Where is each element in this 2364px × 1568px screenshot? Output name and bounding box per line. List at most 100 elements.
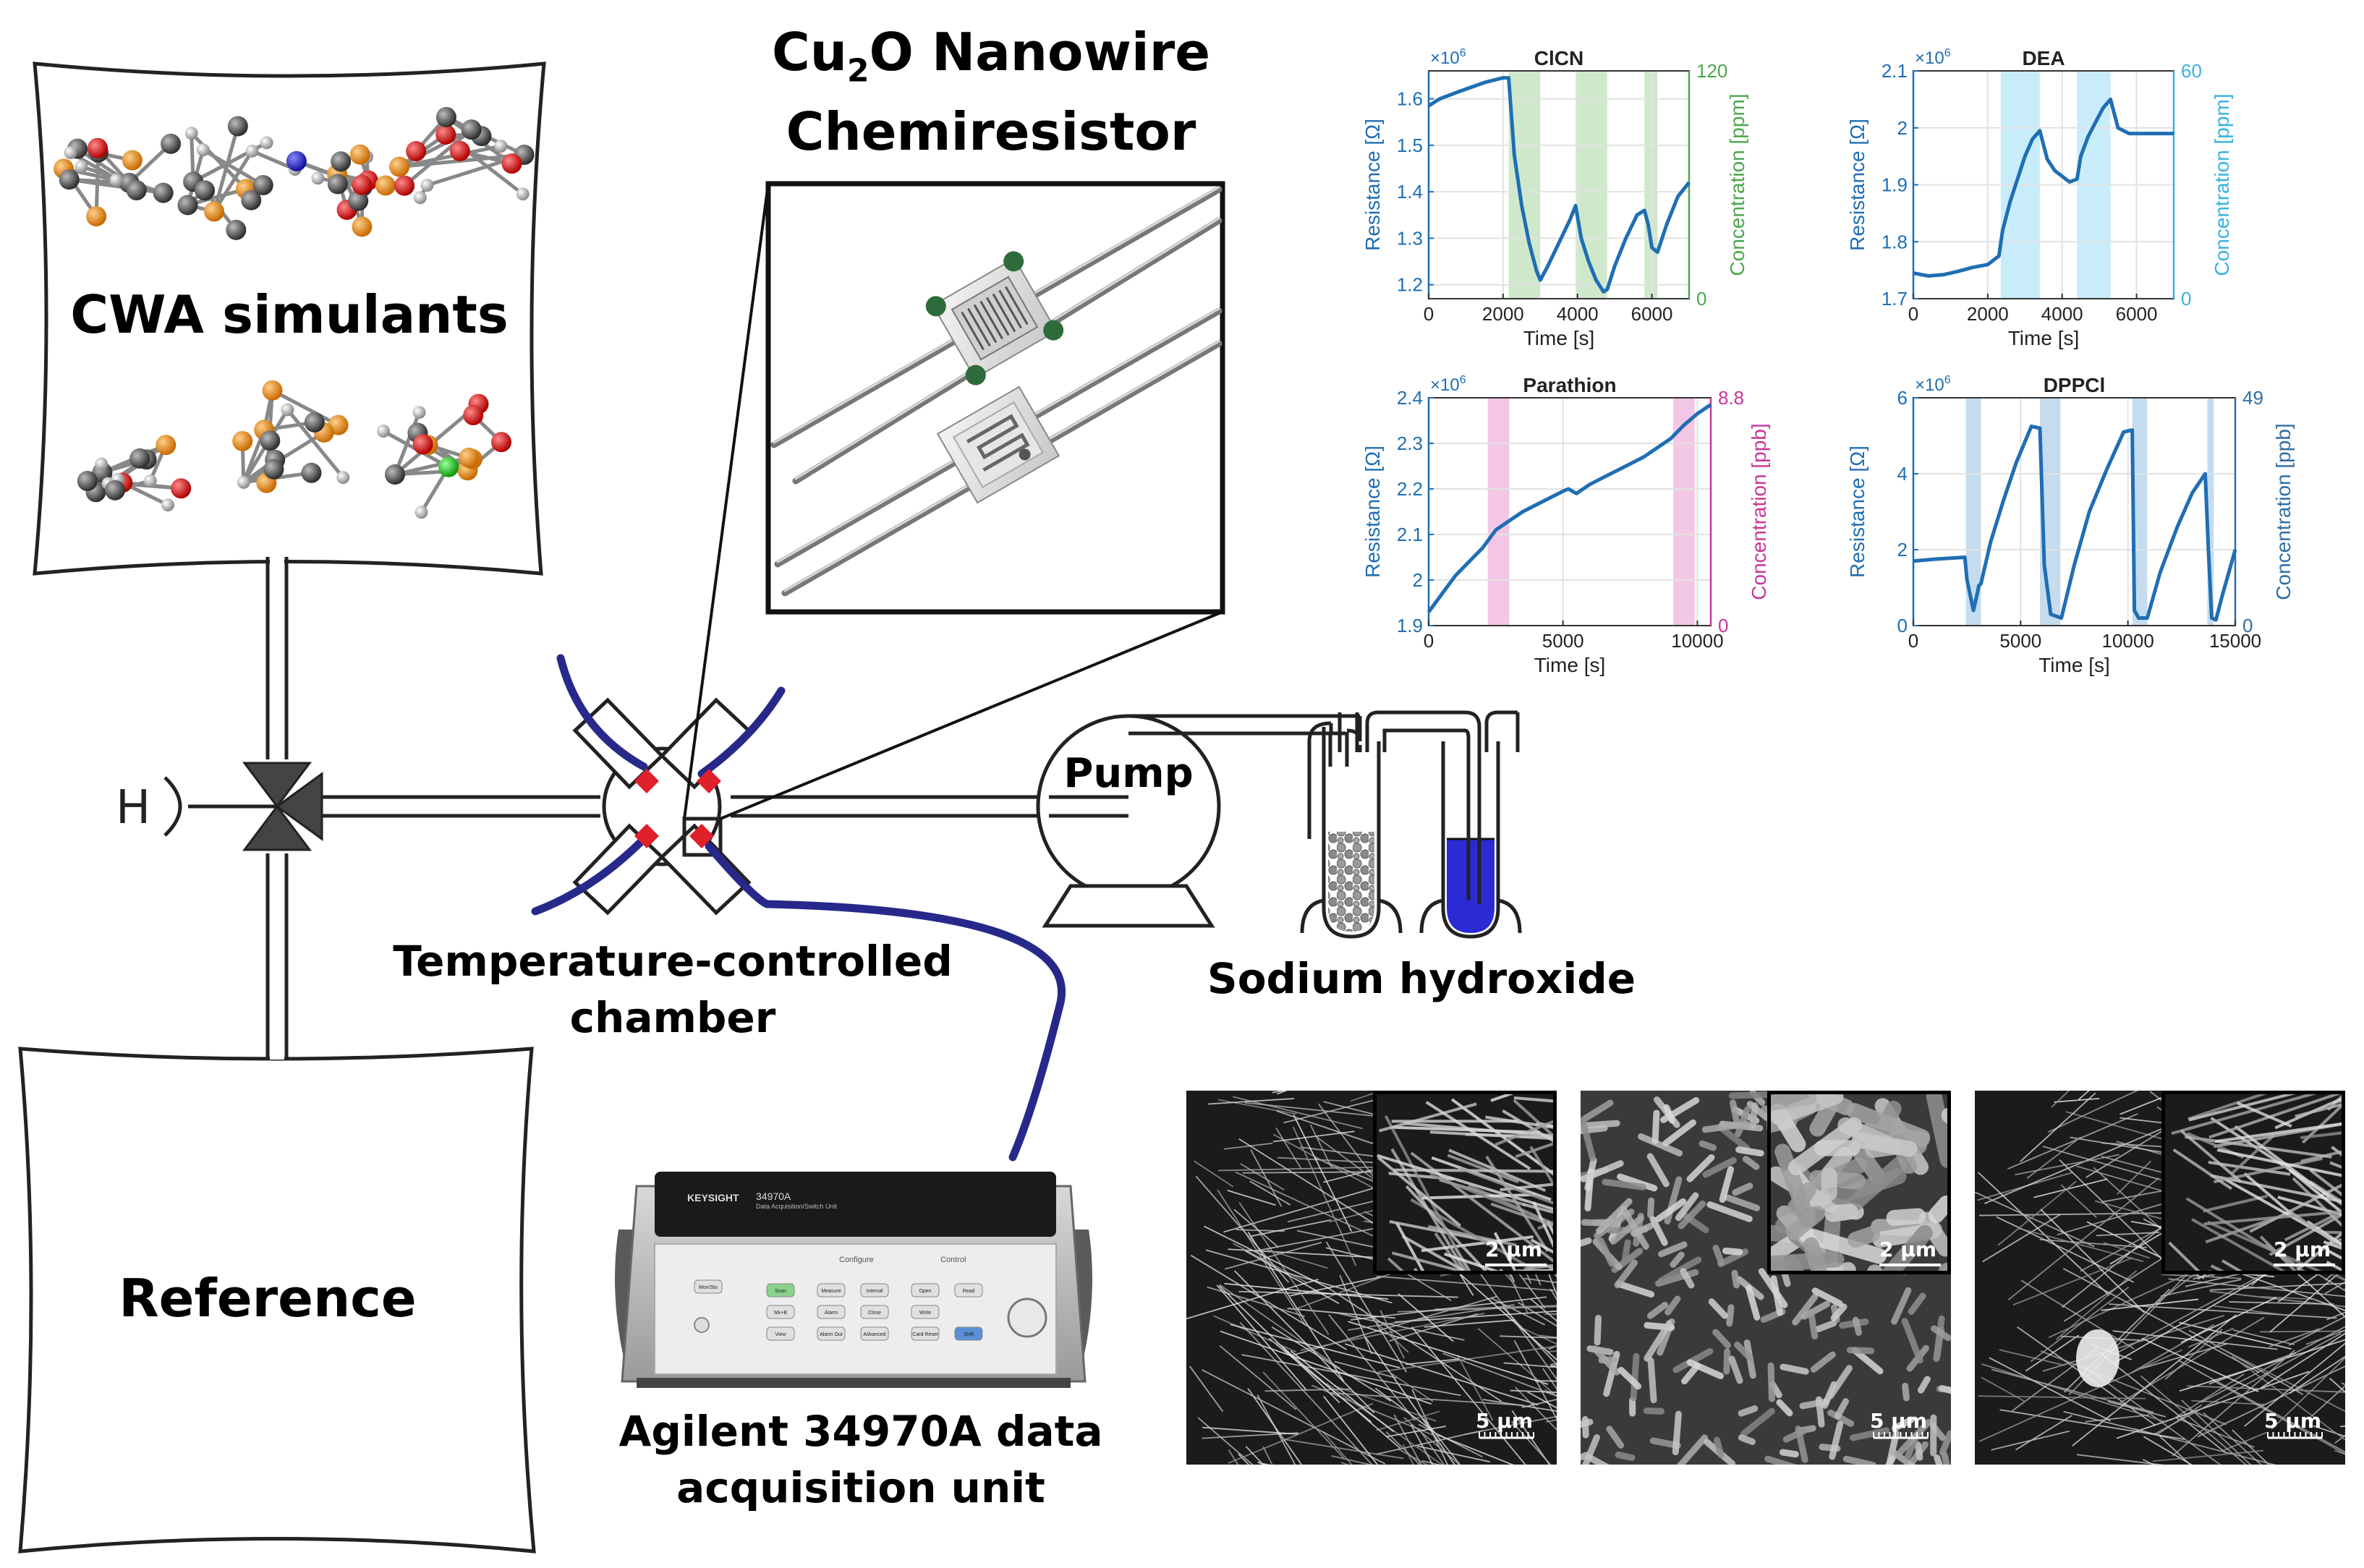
daq-button-label: Advanced	[863, 1332, 885, 1337]
sem-inset-texture-3	[2165, 1094, 2342, 1271]
chemiresistor-title-part1: Cu	[771, 22, 848, 82]
chart-title: DPPCl	[2044, 374, 2106, 396]
red-contacts	[634, 769, 721, 848]
y2-axis-label: Concentration [ppm]	[2211, 93, 2233, 276]
y-tick-label: 1.7	[1882, 288, 1908, 310]
tubing-vertical	[265, 557, 289, 1060]
y-tick-label: 2.3	[1397, 433, 1423, 454]
y-axis-label: Resistance [Ω]	[1846, 446, 1868, 578]
pump	[1036, 714, 1362, 928]
tubing-horizontal	[318, 795, 1045, 818]
y2-tick-label: 0	[1718, 615, 1728, 636]
daq-button-label: Close	[868, 1311, 881, 1316]
daq-button-label: View	[775, 1332, 786, 1337]
x-axis-label: Time [s]	[1523, 327, 1595, 349]
y-tick-label: 1.4	[1397, 181, 1423, 203]
sem-scale-bar	[2267, 1432, 2323, 1439]
daq-button-label: Scan	[775, 1289, 786, 1294]
bubbler-2	[1419, 710, 1522, 939]
y2-axis-label: Concentration [ppb]	[1748, 423, 1770, 600]
sem-inset-2: 2 µm	[1767, 1091, 1951, 1274]
y-tick-label: 1.9	[1397, 615, 1423, 636]
daq-button-label: Open	[919, 1289, 931, 1294]
y-tick-label: 2.2	[1397, 478, 1423, 500]
cwa-simulants-label: CWA simulants	[70, 284, 509, 345]
daq-button	[860, 1305, 889, 1319]
molecule-7	[376, 393, 511, 519]
y-tick-label: 2	[1897, 539, 1908, 561]
y-multiplier: ×106	[1430, 374, 1466, 395]
y2-axis-label: Concentration [ppb]	[2272, 423, 2295, 600]
y-tick-label: 1.5	[1397, 135, 1423, 156]
daq-button-label: Mx+B	[774, 1311, 787, 1316]
y-tick-label: 2	[1897, 117, 1908, 139]
x-tick-label: 10000	[1671, 630, 1723, 652]
three-way-valve	[163, 762, 323, 851]
y-tick-label: 1.3	[1397, 227, 1423, 249]
y2-tick-label: 49	[2242, 387, 2263, 409]
resistance-series-line	[1913, 97, 2174, 278]
daq-button	[766, 1305, 795, 1319]
exposure-band	[1965, 398, 1981, 626]
daq-button-label: Alarm Out	[820, 1332, 843, 1337]
reference-label: Reference	[119, 1268, 417, 1329]
chart-title: ClCN	[1534, 47, 1583, 69]
chamber-label: Temperature-controlled chamber	[391, 933, 955, 1046]
y-multiplier: ×106	[1430, 47, 1466, 68]
molecule-4	[389, 106, 535, 205]
molecule-illustrations	[54, 106, 535, 519]
sem-scale-bar	[1479, 1432, 1534, 1439]
x-tick-label: 2000	[1967, 303, 2009, 325]
y2-tick-label: 0	[2181, 288, 2191, 310]
x-tick-label: 4000	[2041, 303, 2083, 325]
daq-button	[954, 1326, 983, 1341]
chart-title: Parathion	[1523, 374, 1616, 396]
x-tick-label: 0	[1908, 303, 1918, 325]
daq-button	[766, 1283, 795, 1298]
daq-button-label: Measure	[821, 1289, 841, 1294]
sem-image-3: 2 µm 5 µm	[1975, 1091, 2345, 1465]
sem-inset-3: 2 µm	[2161, 1091, 2345, 1274]
plot-frame	[1913, 397, 2236, 626]
daq-model: 34970A	[756, 1190, 791, 1202]
reference-bag	[18, 1047, 536, 1554]
y2-tick-label: 60	[2181, 60, 2202, 82]
daq-button	[817, 1283, 846, 1298]
chamber-label-line2: chamber	[569, 993, 776, 1042]
exposure-band	[1644, 71, 1658, 299]
molecule-6	[232, 380, 350, 493]
plot-frame	[1428, 397, 1712, 626]
x-tick-label: 0	[1424, 630, 1434, 652]
sem-scale-2: 5 µm	[1870, 1409, 1928, 1433]
sem-scale-bar	[1873, 1432, 1929, 1439]
y-tick-label: 1.6	[1397, 88, 1423, 110]
sem-inset-texture-1	[1377, 1094, 1553, 1271]
y-axis-label: Resistance [Ω]	[1361, 119, 1384, 251]
y-tick-label: 2.1	[1397, 524, 1423, 545]
x-axis-label: Time [s]	[2008, 327, 2080, 349]
daq-model-sub: Data Acquisition/Switch Unit	[756, 1203, 838, 1210]
y2-tick-label: 120	[1696, 60, 1727, 82]
sem-inset-1: 2 µm	[1373, 1091, 1557, 1274]
y2-tick-label: 8.8	[1718, 387, 1744, 409]
sem-scale-1: 5 µm	[1476, 1409, 1534, 1433]
daq-label-line1: Agilent 34970A data	[618, 1407, 1103, 1456]
x-tick-label: 4000	[1557, 303, 1599, 325]
y-axis-label: Resistance [Ω]	[1361, 446, 1384, 578]
sem-image-2: 2 µm 5 µm	[1581, 1091, 1951, 1465]
chip-top	[925, 251, 1064, 385]
daq-group-label: Control	[940, 1256, 966, 1264]
x-tick-label: 2000	[1482, 303, 1524, 325]
y-tick-label: 4	[1897, 463, 1908, 485]
daq-button-label: Read	[963, 1289, 975, 1294]
x-tick-label: 10000	[2102, 630, 2154, 652]
daq-button-label: Card Reset	[912, 1332, 937, 1337]
y-axis-label: Resistance [Ω]	[1846, 119, 1868, 251]
daq-label-line2: acquisition unit	[676, 1463, 1045, 1512]
daq-button	[911, 1326, 940, 1341]
